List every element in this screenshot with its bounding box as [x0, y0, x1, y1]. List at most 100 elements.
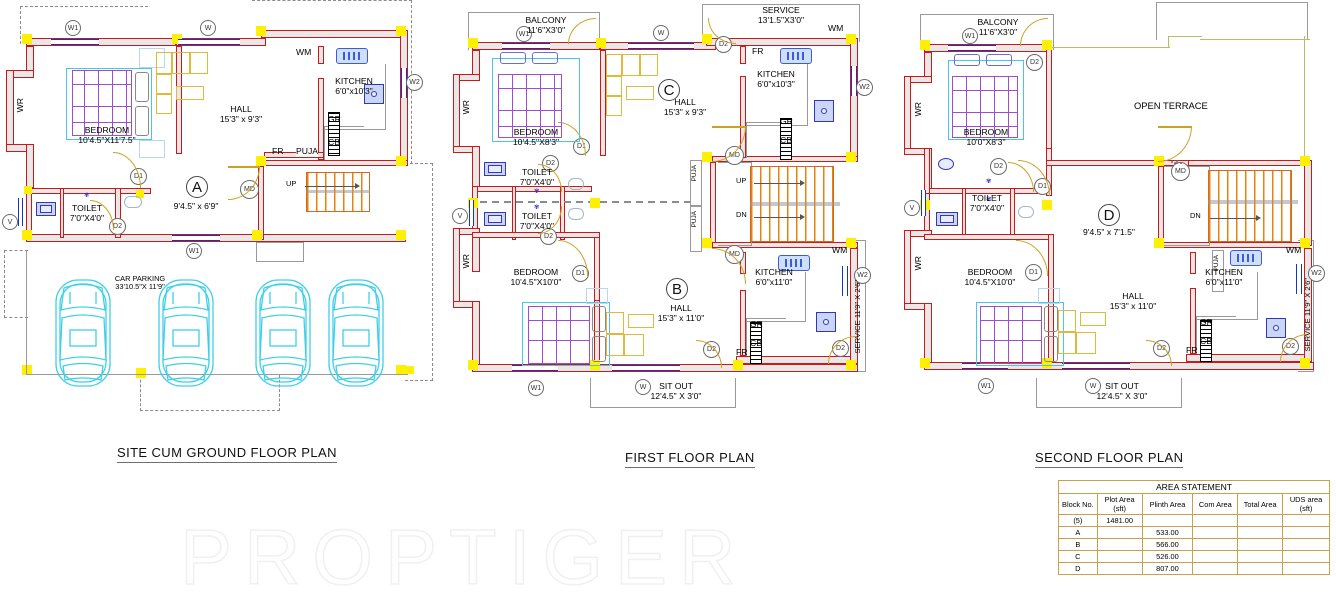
cell-plinth: 526.00: [1141, 550, 1194, 563]
bed-detail: [528, 320, 590, 321]
wall-puja-top: [264, 152, 324, 158]
stair-arrow: [800, 180, 805, 186]
wall-bedroom-top-b: [472, 232, 600, 238]
wash-basin-b: [568, 208, 584, 220]
stair-break-line: [750, 202, 840, 206]
column-node: [702, 152, 712, 162]
sofa-unit: [606, 312, 624, 334]
car-icon: [328, 279, 384, 387]
spacer: [1176, 160, 1178, 162]
washing-machine: [1230, 250, 1262, 266]
window-tag-w2-service: W2: [854, 267, 871, 284]
bed-detail: [72, 106, 132, 107]
bed-detail: [554, 74, 555, 138]
wall-left-lower2: [924, 148, 930, 194]
bed-detail: [112, 70, 113, 136]
window-tag-w: W: [653, 25, 669, 41]
window-v-left: [921, 190, 926, 216]
room-service: SERVICE 11'9" X 2'6": [1303, 278, 1312, 352]
stair-direction-line: [1210, 218, 1258, 219]
column-node: [256, 26, 266, 36]
wm-detail: [1242, 254, 1244, 262]
mattress: [72, 70, 132, 136]
bed-detail: [528, 340, 590, 341]
window-v-left: [469, 200, 474, 226]
wall-stair-bottom: [712, 242, 858, 248]
grill-cupboard: [328, 112, 340, 156]
column-node: [920, 358, 930, 368]
col-plot-area: Plot Area (sft): [1096, 493, 1143, 515]
wm-detail: [1237, 254, 1239, 262]
table-row: B 566.00: [1058, 538, 1330, 551]
wall-stair-left: [710, 162, 716, 248]
table-row: D 807.00: [1058, 562, 1330, 575]
column-node: [396, 230, 406, 240]
kitchen-counter: [746, 64, 808, 126]
kitchen-counter2: [324, 126, 364, 160]
car-icon: [255, 279, 311, 387]
sofa-unit: [622, 54, 640, 76]
label-fr: FR: [752, 46, 764, 56]
window-w1-top: [948, 45, 996, 51]
window-w-sitout: [1062, 363, 1130, 369]
pillow: [1044, 336, 1058, 362]
puja-box: [1212, 250, 1224, 292]
service-outline-right: [850, 240, 866, 372]
window-w1-bottom: [172, 235, 220, 241]
cell-plinth: 533.00: [1141, 526, 1194, 539]
sofa-unit: [606, 54, 622, 76]
wall-wr-left: [453, 74, 460, 152]
column-node: [846, 34, 856, 44]
table-row: C 526.00: [1058, 550, 1330, 563]
bed-detail: [1008, 76, 1009, 138]
door-swing-md: [1158, 126, 1192, 162]
sofa-unit: [640, 54, 658, 76]
terrace-edge-1: [1050, 40, 1170, 48]
window-w1-top: [502, 43, 550, 49]
window-tag-w2: W2: [856, 79, 873, 96]
shower-icon: ✾: [986, 196, 992, 203]
label-fr: FR: [272, 146, 284, 156]
bed-detail: [994, 76, 995, 138]
column-node: [1042, 200, 1052, 210]
wall-stair-left: [258, 166, 264, 240]
bed-detail: [126, 70, 127, 136]
cell-block: B: [1058, 538, 1098, 551]
window-w2-service: [842, 266, 848, 296]
title-first-plan: FIRST FLOOR PLAN: [625, 450, 755, 468]
wall-toilet-div: [512, 186, 516, 240]
sitout-outline: [590, 378, 736, 408]
bed-detail: [952, 112, 1018, 113]
column-node: [1300, 358, 1310, 368]
bed-detail: [980, 340, 1042, 341]
window-tag-w2: W2: [406, 74, 423, 91]
column-node: [702, 34, 712, 44]
label-wm: WM: [296, 47, 312, 57]
sofa-unit: [606, 76, 622, 96]
kitchen-counter-b2: [1196, 316, 1236, 354]
unit-tag-b: B: [666, 278, 688, 300]
cell-uds: [1282, 526, 1330, 539]
washing-machine: [336, 48, 368, 64]
column-node: [1154, 238, 1164, 248]
bed-frame-b: [976, 302, 1064, 366]
label-puja-top: PUJA: [691, 165, 698, 182]
column-node: [396, 365, 406, 375]
sofa-unit: [624, 334, 644, 356]
wall-bedroom-right: [176, 46, 182, 154]
label-cb: CB: [1200, 336, 1212, 346]
terrace-edge-3: [1200, 34, 1310, 40]
mattress-b: [528, 306, 590, 364]
label-gr: GR: [328, 114, 341, 124]
